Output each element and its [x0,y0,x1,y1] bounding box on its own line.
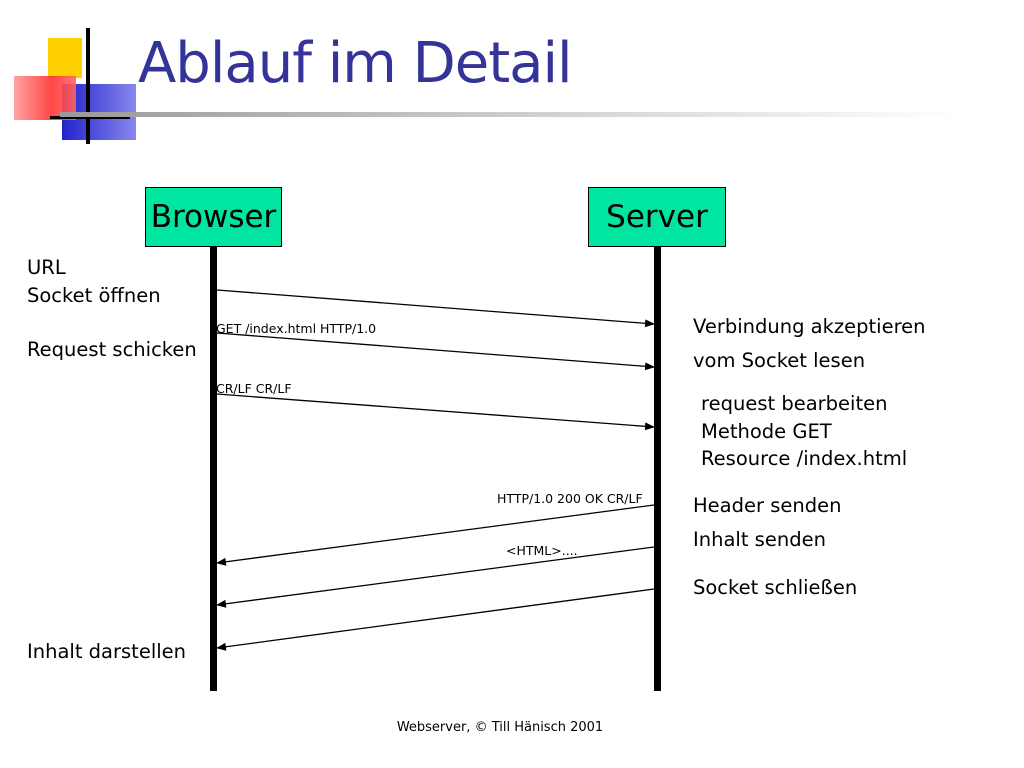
slide-footer: Webserver, © Till Hänisch 2001 [396,720,604,735]
title-underline [60,112,960,117]
arrow-http-ok [216,504,655,566]
note-send-header: Header senden [693,494,842,517]
arrow-get-request [216,332,655,371]
note-send-content: Inhalt senden [693,528,826,551]
note-resource: Resource /index.html [701,447,908,470]
note-socket-open: Socket öffnen [27,284,161,307]
note-method: Methode GET [701,420,832,443]
msg-http-ok: HTTP/1.0 200 OK CR/LF [497,491,643,506]
msg-html-body: <HTML>.... [506,543,578,558]
browser-lifeline [210,247,217,691]
note-accept: Verbindung akzeptieren [693,315,926,338]
arrow-close [216,588,655,651]
msg-get-request: GET /index.html HTTP/1.0 [216,321,377,336]
note-read-socket: vom Socket lesen [693,349,866,372]
arrow-connect [216,289,655,328]
slide-title: Ablauf im Detail [138,31,573,96]
arrow-crlf [216,393,655,431]
actor-browser-label: Browser [150,199,277,235]
note-close-socket: Socket schließen [693,576,858,599]
actor-server-label: Server [606,199,708,235]
server-lifeline [654,247,661,691]
note-render-content: Inhalt darstellen [27,640,187,663]
note-send-request: Request schicken [27,338,197,361]
note-process-request: request bearbeiten [701,392,888,415]
actor-browser-box: Browser [145,187,282,247]
actor-server-box: Server [588,187,726,247]
arrow-html-body [216,546,655,608]
msg-crlf: CR/LF CR/LF [216,381,292,396]
note-url: URL [27,256,66,279]
